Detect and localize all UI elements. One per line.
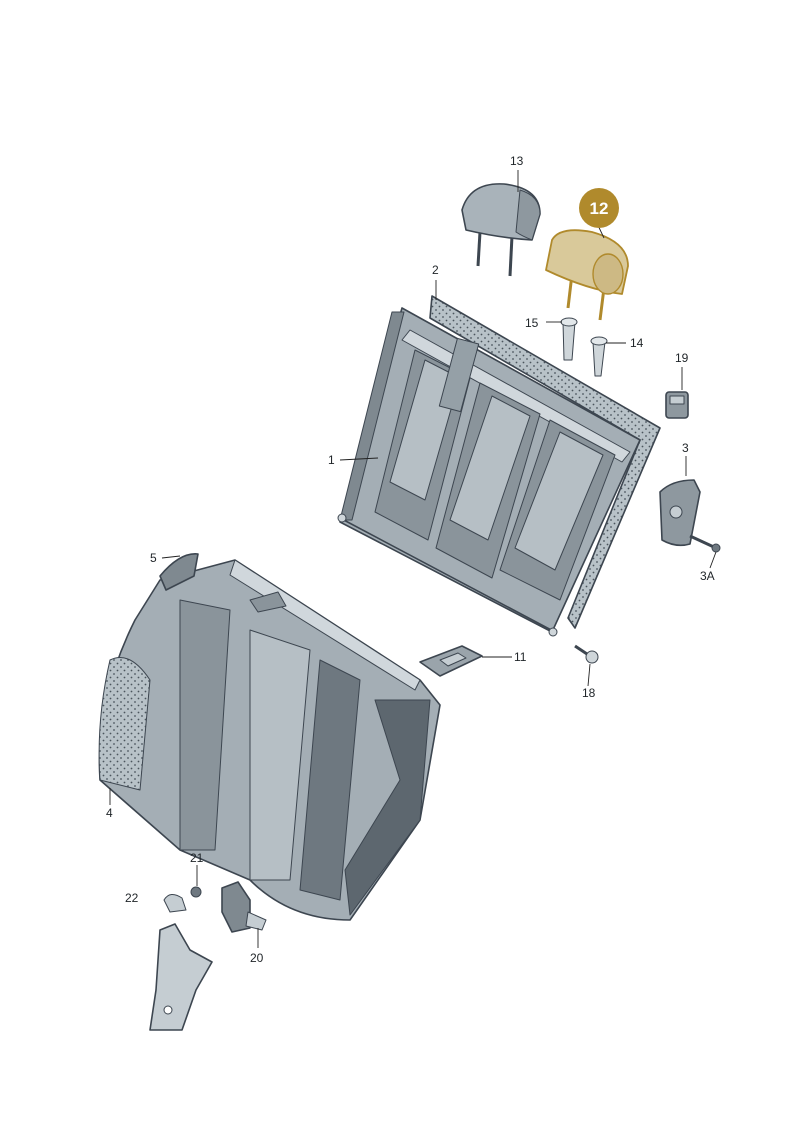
- part-labels: 13 2 1 15 14 19 3 3A 5 11 18 4 21 22 20: [106, 154, 715, 965]
- label-1: 1: [328, 453, 335, 467]
- label-20: 20: [250, 951, 264, 965]
- label-15: 15: [525, 316, 539, 330]
- backrest-mat-part: [429, 295, 661, 629]
- hinge-bracket-3-part: [659, 479, 701, 547]
- label-14: 14: [630, 336, 644, 350]
- label-5: 5: [150, 551, 157, 565]
- bracket-20-part: [221, 881, 267, 933]
- label-4: 4: [106, 806, 113, 820]
- label-18: 18: [582, 686, 596, 700]
- latch-bracket-part: [149, 923, 213, 1031]
- cover-plate-11-part: [419, 645, 483, 677]
- leader-lines: [109, 170, 717, 948]
- guide-14-part: [590, 336, 608, 377]
- label-3a: 3A: [700, 569, 715, 583]
- trim-5-part: [159, 553, 199, 591]
- label-21: 21: [190, 851, 204, 865]
- headrest-12-part-highlighted: [545, 229, 629, 321]
- clip-19-part: [665, 391, 689, 419]
- clip-21-part: [190, 886, 202, 898]
- screw-3a-part: [689, 534, 721, 553]
- backrest-frame-part: [337, 307, 641, 637]
- backrest-pad-4-part: [98, 559, 441, 921]
- label-2: 2: [432, 263, 439, 277]
- label-12: 12: [590, 199, 609, 218]
- label-19: 19: [675, 351, 689, 365]
- label-22: 22: [125, 891, 139, 905]
- label-3: 3: [682, 441, 689, 455]
- clip-22-part: [163, 894, 187, 913]
- guide-15-part: [560, 317, 578, 361]
- bolt-18-part: [574, 644, 599, 664]
- label-11: 11: [514, 650, 527, 664]
- label-13: 13: [510, 154, 524, 168]
- headrest-13-part: [461, 183, 541, 277]
- part-12-badge: 12: [579, 188, 619, 228]
